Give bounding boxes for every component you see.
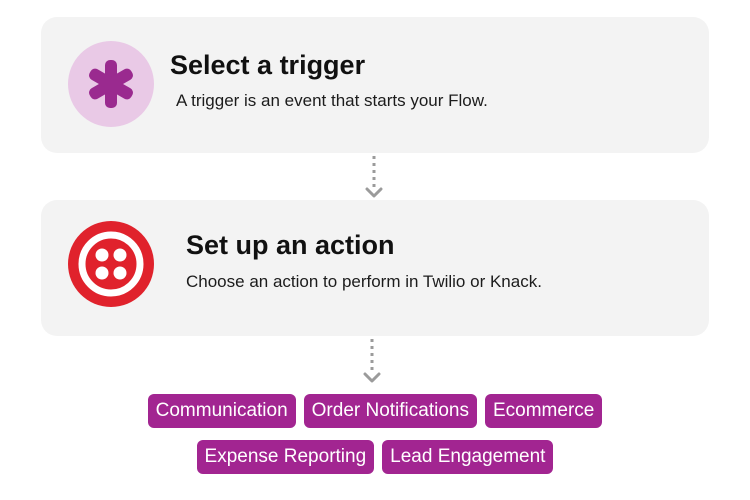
twilio-logo-icon (78, 231, 144, 297)
action-icon-badge (68, 221, 154, 307)
asterisk-icon (89, 60, 133, 108)
trigger-description: A trigger is an event that starts your F… (176, 91, 488, 110)
trigger-title: Select a trigger (170, 50, 366, 80)
connector-arrow-icon (365, 156, 383, 198)
select-trigger-card[interactable]: Select a trigger A trigger is an event t… (41, 17, 709, 153)
connector-arrow-icon (363, 339, 381, 383)
category-tags: Communication Order Notifications Ecomme… (80, 394, 670, 474)
tag-expense-reporting[interactable]: Expense Reporting (196, 440, 375, 474)
tag-communication[interactable]: Communication (147, 394, 296, 428)
tag-order-notifications[interactable]: Order Notifications (303, 394, 477, 428)
action-description: Choose an action to perform in Twilio or… (186, 272, 542, 291)
setup-action-card[interactable]: Set up an action Choose an action to per… (41, 200, 709, 336)
trigger-icon-badge (68, 41, 154, 127)
tag-lead-engagement[interactable]: Lead Engagement (382, 440, 554, 474)
action-title: Set up an action (186, 230, 395, 260)
tag-ecommerce[interactable]: Ecommerce (484, 394, 603, 428)
